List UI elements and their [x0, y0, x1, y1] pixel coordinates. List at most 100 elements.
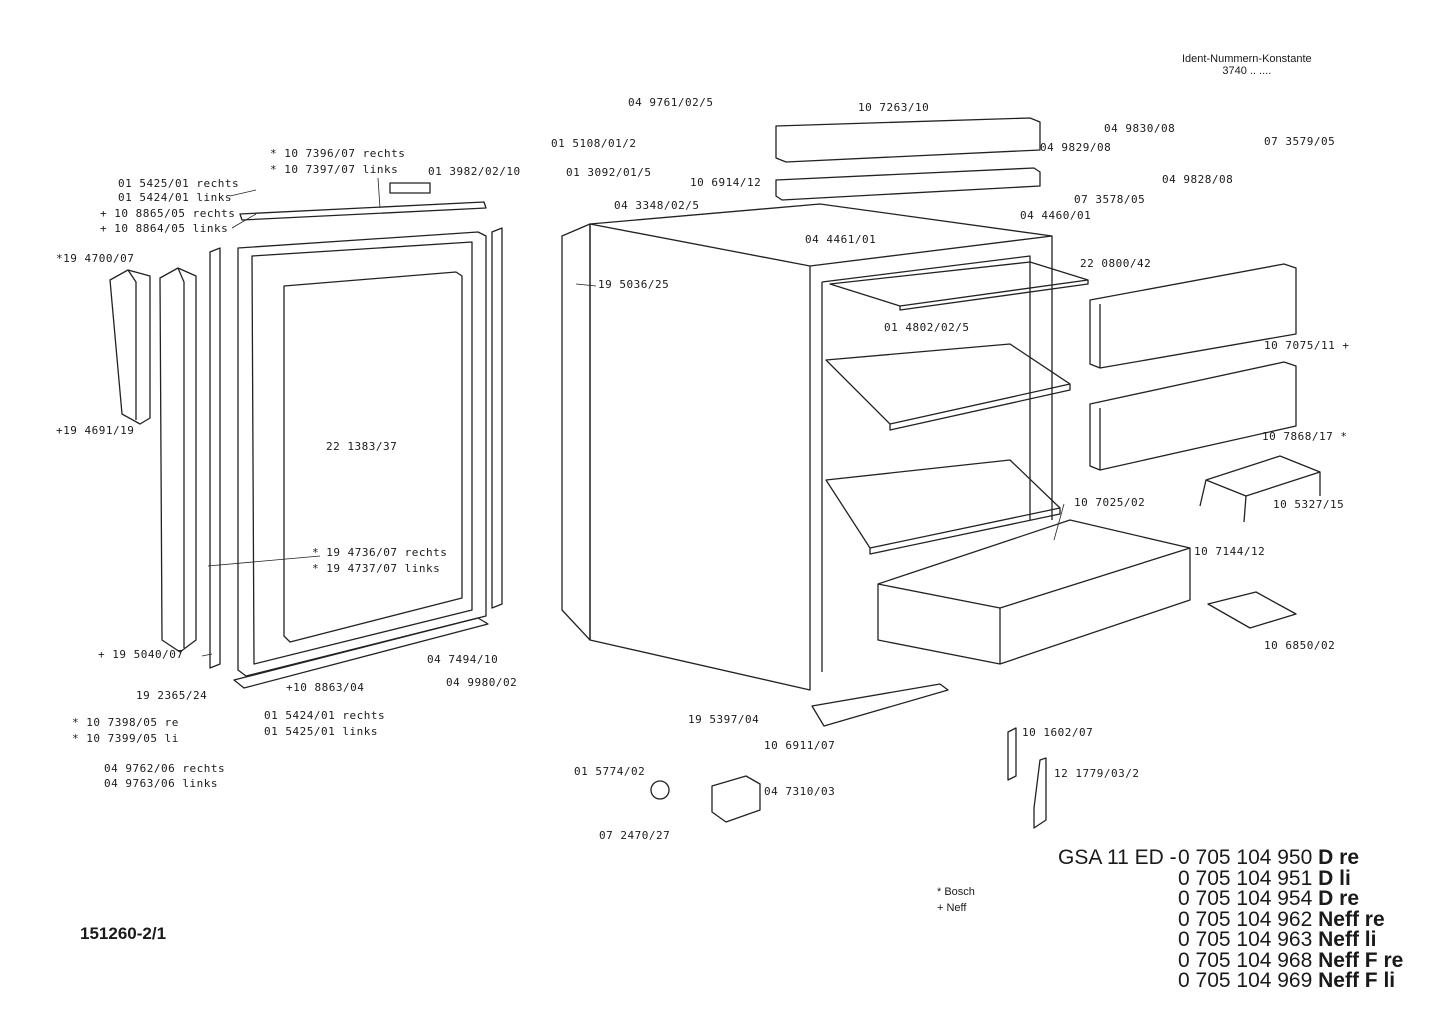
ident-header-line2: 3740 .. ....: [1222, 65, 1272, 77]
model-suffix: Neff re: [1318, 907, 1385, 931]
part-label: 01 4802/02/5: [884, 321, 970, 334]
part-label: 04 9763/06 links: [104, 777, 218, 790]
model-suffix: D re: [1318, 846, 1359, 869]
lamp-part: [1007, 727, 1017, 781]
model-row: 0 705 104 962 Neff re: [1058, 907, 1403, 931]
thermostat-box: [711, 775, 761, 823]
wire-rack: [1199, 455, 1321, 523]
model-suffix: Neff F li: [1318, 969, 1396, 992]
door-shelf-lower: [1089, 361, 1297, 471]
door-seal-strip: [209, 247, 221, 669]
model-suffix: Neff li: [1318, 928, 1377, 951]
brand-legend: * Bosch + Neff: [937, 884, 975, 916]
part-label: 01 5108/01/2: [551, 137, 637, 150]
ident-header-line1: Ident-Nummern-Konstante: [1182, 53, 1312, 65]
model-row: 0 705 104 954 D re: [1058, 887, 1403, 910]
part-label: * 10 7398/05 re: [72, 716, 179, 729]
wire-shelf-middle: [825, 343, 1071, 431]
model-prefix: GSA 11 ED -: [1058, 846, 1177, 869]
thermostat-knob: [650, 780, 670, 800]
part-label: 04 4461/01: [805, 233, 877, 246]
model-suffix: D li: [1318, 866, 1351, 890]
scraper-part: [1033, 757, 1047, 829]
crisper-drawer: [877, 519, 1191, 665]
bottom-hinge-bracket: [811, 683, 949, 727]
part-label: 07 3578/05: [1074, 193, 1146, 206]
part-label: 10 1602/07: [1022, 726, 1094, 739]
wire-shelf-top: [829, 261, 1089, 311]
part-label: 10 5327/15: [1273, 498, 1345, 511]
model-row: 0 705 104 951 D li: [1058, 866, 1403, 890]
model-number: 0 705 104 951: [1178, 866, 1313, 890]
part-label: * 19 4736/07 rechts: [312, 546, 448, 559]
part-label: 10 6914/12: [690, 176, 762, 189]
side-trim-left: [109, 269, 151, 425]
part-label: 10 7075/11 +: [1264, 339, 1350, 352]
part-label: 19 2365/24: [136, 689, 208, 702]
model-number: 0 705 104 963: [1178, 928, 1313, 951]
model-row: 0 705 104 968 Neff F re: [1058, 948, 1404, 972]
part-label: 04 7310/03: [764, 785, 836, 798]
part-label: 10 6850/02: [1264, 639, 1336, 652]
part-label: 04 9829/08: [1040, 141, 1112, 154]
part-label: 01 5424/01 links: [118, 191, 232, 204]
door-panel: [237, 231, 487, 677]
door-shelf-upper: [1089, 263, 1297, 369]
part-label: 04 4460/01: [1020, 209, 1092, 222]
part-label: 01 3982/02/10: [428, 165, 521, 178]
model-row: 0 705 104 969 Neff F li: [1058, 969, 1403, 992]
model-row: GSA 11 ED -0 705 104 950 D re: [1058, 846, 1403, 869]
model-number: 0 705 104 968: [1178, 948, 1313, 972]
part-label: 07 2470/27: [599, 829, 671, 842]
ident-header: Ident-Nummern-Konstante 3740 .. ....: [1182, 53, 1312, 77]
part-label: 01 5425/01 rechts: [118, 177, 240, 190]
part-label: 04 9980/02: [446, 676, 518, 689]
part-label: 04 9762/06 rechts: [104, 762, 226, 775]
part-label: 19 5397/04: [688, 713, 760, 726]
part-label: 10 7144/12: [1194, 545, 1266, 558]
part-label: 10 7025/02: [1074, 496, 1146, 509]
part-label: 04 9828/08: [1162, 173, 1234, 186]
part-label: 04 3348/02/5: [614, 199, 700, 212]
door-handle-piece: [389, 182, 431, 194]
ice-tray: [1207, 591, 1297, 629]
part-label: * 10 7396/07 rechts: [270, 147, 406, 160]
part-label: 07 3579/05: [1264, 135, 1336, 148]
control-panel-cover: [775, 117, 1041, 201]
legend-neff: + Neff: [937, 902, 967, 914]
model-numbers: GSA 11 ED -0 705 104 950 D re 0 705 104 …: [1058, 846, 1404, 992]
door-top-rail: [239, 201, 487, 221]
part-label: +10 8863/04: [286, 681, 365, 694]
part-label: 04 9830/08: [1104, 122, 1176, 135]
model-suffix: D re: [1318, 887, 1359, 910]
part-label: 01 5424/01 rechts: [264, 709, 386, 722]
part-label: 22 1383/37: [326, 440, 398, 453]
door-bottom-rail: [233, 617, 489, 689]
model-number: 0 705 104 954: [1178, 887, 1313, 910]
part-label: * 19 4737/07 links: [312, 562, 441, 575]
model-suffix: Neff F re: [1318, 948, 1404, 972]
part-label: 12 1779/03/2: [1054, 767, 1140, 780]
legend-bosch: * Bosch: [937, 886, 975, 898]
part-label: 04 9761/02/5: [628, 96, 714, 109]
part-label: 22 0800/42: [1080, 257, 1152, 270]
part-label: 01 3092/01/5: [566, 166, 652, 179]
part-label: 10 7263/10: [858, 101, 930, 114]
part-label: 04 7494/10: [427, 653, 499, 666]
model-number: 0 705 104 962: [1178, 907, 1313, 931]
part-label: * 10 7399/05 li: [72, 732, 179, 745]
model-number: 0 705 104 969: [1178, 969, 1313, 992]
part-label: +19 4691/19: [56, 424, 135, 437]
model-row: 0 705 104 963 Neff li: [1058, 928, 1403, 951]
leader-lines: [201, 177, 1065, 657]
side-trim-right: [159, 267, 197, 653]
document-id: 151260-2/1: [80, 924, 167, 943]
part-label: 01 5425/01 links: [264, 725, 378, 738]
cabinet-body: [561, 203, 1053, 691]
part-label: * 10 7397/07 links: [270, 163, 399, 176]
part-label: 19 5036/25: [598, 278, 670, 291]
part-label: 10 7868/17 *: [1262, 430, 1348, 443]
part-label: + 10 8864/05 links: [100, 222, 229, 235]
